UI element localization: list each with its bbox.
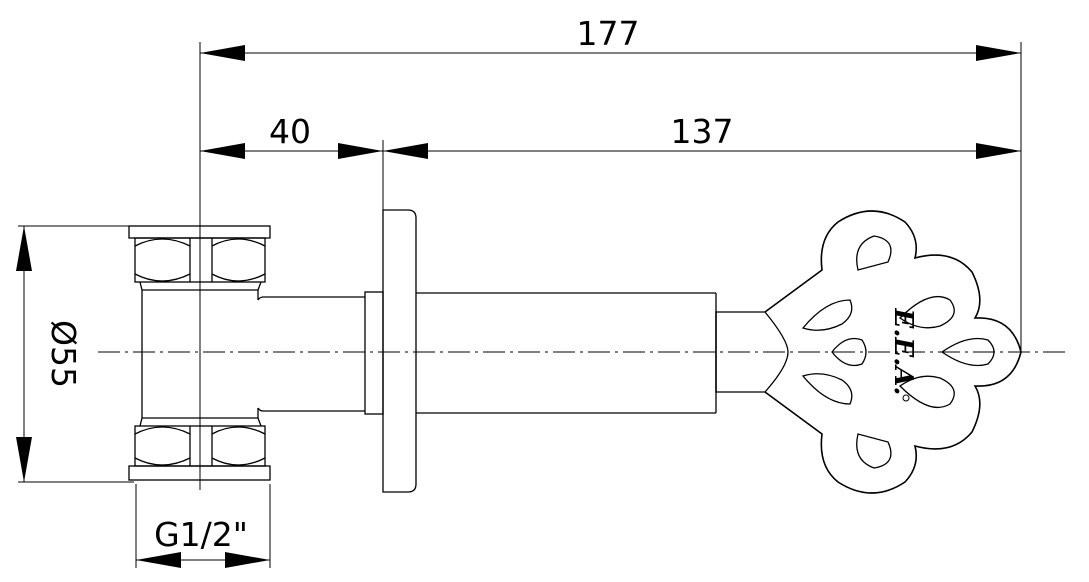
key-neck [715,311,789,393]
spindle-tube [416,292,717,414]
dimension-overall-length: 177 [200,14,1021,61]
dimension-label-177: 177 [577,14,640,53]
dimension-body-length: 40 [200,112,383,159]
dimension-label-40: 40 [269,112,311,151]
dimension-diameter: Ø55 [16,226,83,482]
dimension-thread: G1/2" [136,515,270,568]
tee-body [128,225,365,481]
dimension-label-diameter: Ø55 [44,320,83,388]
extension-lines [18,42,1022,568]
dimension-label-thread: G1/2" [154,515,248,554]
dimension-spindle-length: 137 [383,112,1021,159]
brand-logo-text: E.E.A. [888,308,918,396]
escutcheon-flange [364,209,417,493]
dimension-label-137: 137 [671,112,734,151]
key-handle: E.E.A. [764,210,1022,494]
